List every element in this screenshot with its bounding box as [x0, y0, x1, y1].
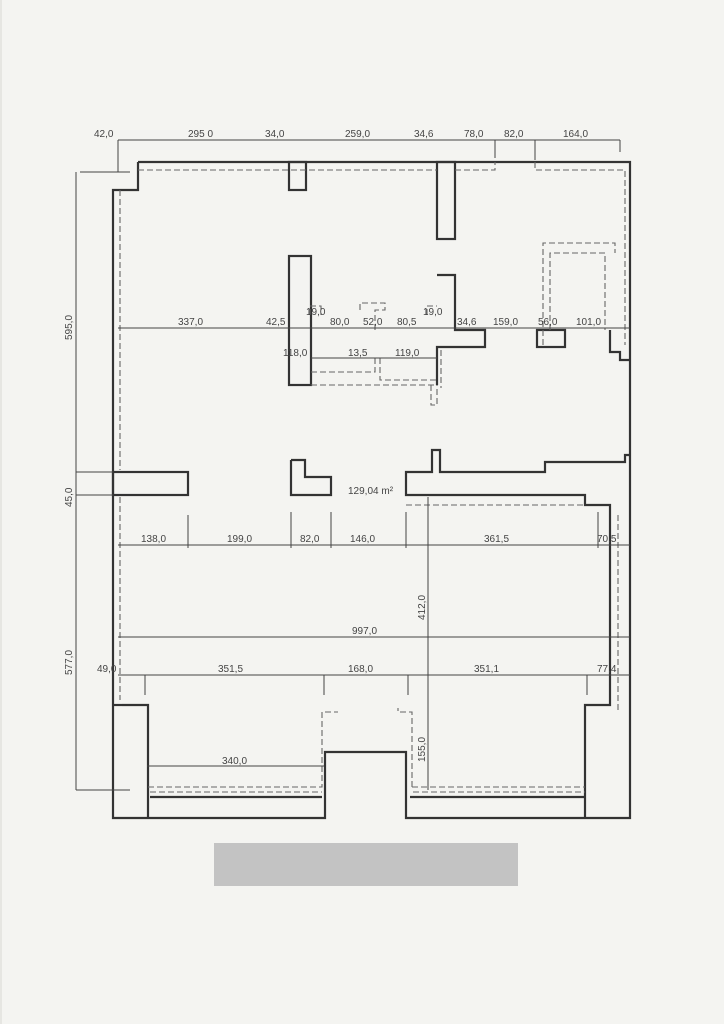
dim-label: 595,0 — [64, 315, 75, 340]
redacted-title-block — [214, 843, 518, 886]
dim-label: 199,0 — [227, 534, 252, 545]
outer-walls — [111, 160, 632, 820]
dim-label: 56,0 — [538, 317, 558, 328]
dim-label: 49,0 — [97, 664, 117, 675]
dim-label: 155,0 — [417, 737, 428, 762]
dim-label: 168,0 — [348, 664, 373, 675]
dim-label: 164,0 — [563, 129, 588, 140]
dim-label: 159,0 — [493, 317, 518, 328]
dim-label: 577,0 — [64, 650, 75, 675]
dim-label: 412,0 — [417, 595, 428, 620]
dim-label: 34,6 — [414, 129, 434, 140]
dimension-labels: 42,0 295 0 34,0 259,0 34,6 78,0 82,0 164… — [64, 129, 617, 767]
dashed-lines — [119, 162, 626, 793]
dim-label: 337,0 — [178, 317, 203, 328]
dim-label: 351,1 — [474, 664, 499, 675]
dim-label: 119,0 — [395, 348, 420, 359]
dim-label: 19,0 — [306, 307, 326, 318]
dim-label: 34,6 — [457, 317, 477, 328]
dim-label: 42,0 — [94, 129, 114, 140]
dim-label: 82,0 — [300, 534, 320, 545]
dim-label: 259,0 — [345, 129, 370, 140]
dim-label: 70,5 — [597, 534, 617, 545]
area-label: 129,04 m² — [348, 486, 394, 497]
dim-label: 77,4 — [597, 664, 617, 675]
columns — [111, 160, 585, 799]
dim-label: 78,0 — [464, 129, 484, 140]
dim-label: 351,5 — [218, 664, 243, 675]
dim-label: 340,0 — [222, 756, 247, 767]
dim-label: 997,0 — [352, 626, 377, 637]
dim-label: 80,0 — [330, 317, 350, 328]
dim-label: 361,5 — [484, 534, 509, 545]
dimension-lines — [75, 139, 630, 791]
dim-label: 45,0 — [64, 487, 75, 507]
dim-label: 82,0 — [504, 129, 524, 140]
dim-label: 34,0 — [265, 129, 285, 140]
dim-label: 13,5 — [348, 348, 368, 359]
dim-label: 138,0 — [141, 534, 166, 545]
dim-label: 42,5 — [266, 317, 286, 328]
dim-label: 52,0 — [363, 317, 383, 328]
dim-label: 295 0 — [188, 129, 213, 140]
dim-label: 118,0 — [283, 348, 308, 359]
dim-label: 80,5 — [397, 317, 417, 328]
dim-label: 101,0 — [576, 317, 601, 328]
dim-label: 19,0 — [423, 307, 443, 318]
dim-label: 146,0 — [350, 534, 375, 545]
